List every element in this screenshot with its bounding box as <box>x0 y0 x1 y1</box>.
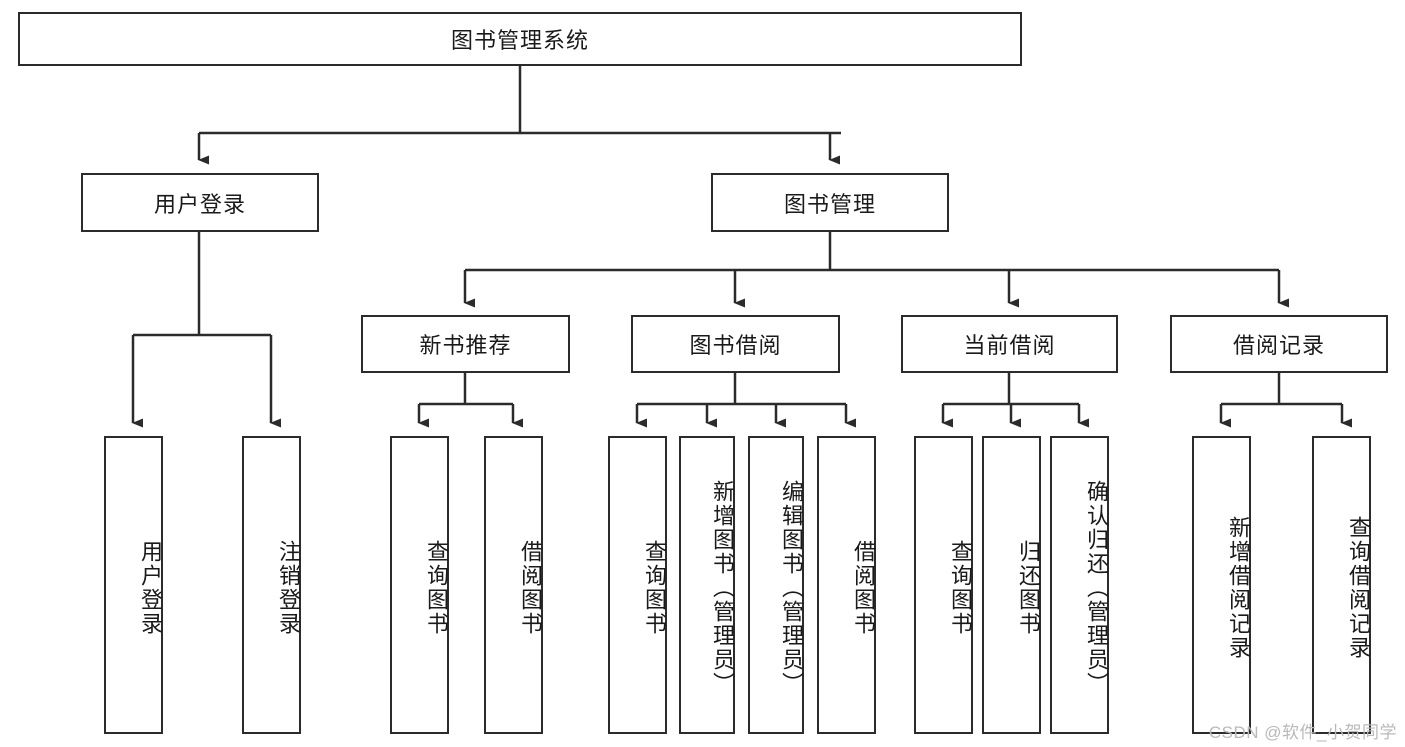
leaf-current-borrow-return-book[interactable]: 归还图书 <box>982 436 1041 734</box>
node-label: 借阅图书 <box>851 540 876 636</box>
csdn-watermark: CSDN @软件_小贺同学 <box>1208 723 1397 742</box>
leaf-book-borrow-query-book[interactable]: 查询图书 <box>608 436 667 734</box>
leaf-new-book-borrow-book[interactable]: 借阅图书 <box>484 436 543 734</box>
node-label: 确认归还（管理员） <box>1084 480 1109 696</box>
leaf-book-borrow-edit-book[interactable]: 编辑图书（管理员） <box>748 436 804 734</box>
leaf-book-borrow-borrow-book[interactable]: 借阅图书 <box>817 436 876 734</box>
node-current-borrow[interactable]: 当前借阅 <box>901 315 1118 373</box>
node-new-book-recommend[interactable]: 新书推荐 <box>361 315 570 373</box>
leaf-current-borrow-query-book[interactable]: 查询图书 <box>914 436 973 734</box>
node-user-login[interactable]: 用户登录 <box>81 173 319 232</box>
node-label: 查询图书 <box>642 540 667 636</box>
node-label: 当前借阅 <box>963 333 1056 358</box>
node-borrow-record[interactable]: 借阅记录 <box>1170 315 1388 373</box>
node-label: 查询借阅记录 <box>1346 516 1371 660</box>
node-label: 查询图书 <box>424 540 449 636</box>
leaf-current-borrow-confirm-return[interactable]: 确认归还（管理员） <box>1050 436 1109 734</box>
node-label: 图书借阅 <box>689 333 782 358</box>
leaf-user-login-login[interactable]: 用户登录 <box>104 436 163 734</box>
node-label: 归还图书 <box>1016 540 1041 636</box>
node-label: 借阅图书 <box>518 540 543 636</box>
node-book-borrow[interactable]: 图书借阅 <box>631 315 840 373</box>
node-label: 编辑图书（管理员） <box>779 480 804 696</box>
leaf-new-book-query-book[interactable]: 查询图书 <box>390 436 449 734</box>
node-label: 图书管理 <box>783 191 876 217</box>
node-label: 图书管理系统 <box>450 28 589 53</box>
node-book-management[interactable]: 图书管理 <box>711 173 949 232</box>
node-root-book-management-system[interactable]: 图书管理系统 <box>18 12 1022 66</box>
node-label: 用户登录 <box>153 191 246 217</box>
node-label: 新增图书（管理员） <box>710 480 735 696</box>
node-label: 用户登录 <box>138 540 163 636</box>
node-label: 新书推荐 <box>419 333 512 358</box>
leaf-borrow-record-add-record[interactable]: 新增借阅记录 <box>1192 436 1251 734</box>
node-label: 注销登录 <box>276 540 301 636</box>
leaf-book-borrow-add-book[interactable]: 新增图书（管理员） <box>679 436 735 734</box>
node-label: 借阅记录 <box>1232 333 1325 358</box>
node-label: 查询图书 <box>948 540 973 636</box>
node-label: 新增借阅记录 <box>1226 516 1251 660</box>
leaf-user-login-logout[interactable]: 注销登录 <box>242 436 301 734</box>
leaf-borrow-record-query-record[interactable]: 查询借阅记录 <box>1312 436 1371 734</box>
